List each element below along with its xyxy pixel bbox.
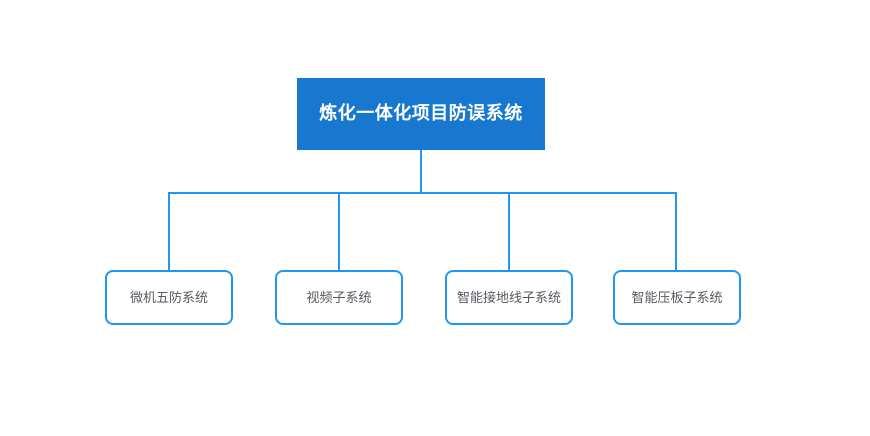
- child-node-label: 智能接地线子系统: [456, 289, 561, 305]
- root-node-label: 炼化一体化项目防误系统: [319, 103, 523, 124]
- child-node-label: 智能压板子系统: [631, 289, 723, 305]
- child-node-shipin[interactable]: 视频子系统: [275, 270, 403, 325]
- child-node-yaban[interactable]: 智能压板子系统: [613, 270, 741, 325]
- child-node-jiediexian[interactable]: 智能接地线子系统: [445, 270, 573, 325]
- child-node-label: 微机五防系统: [129, 289, 208, 305]
- child-node-label: 视频子系统: [306, 289, 372, 305]
- root-node[interactable]: 炼化一体化项目防误系统: [297, 78, 545, 150]
- child-node-weiji-wufang[interactable]: 微机五防系统: [105, 270, 233, 325]
